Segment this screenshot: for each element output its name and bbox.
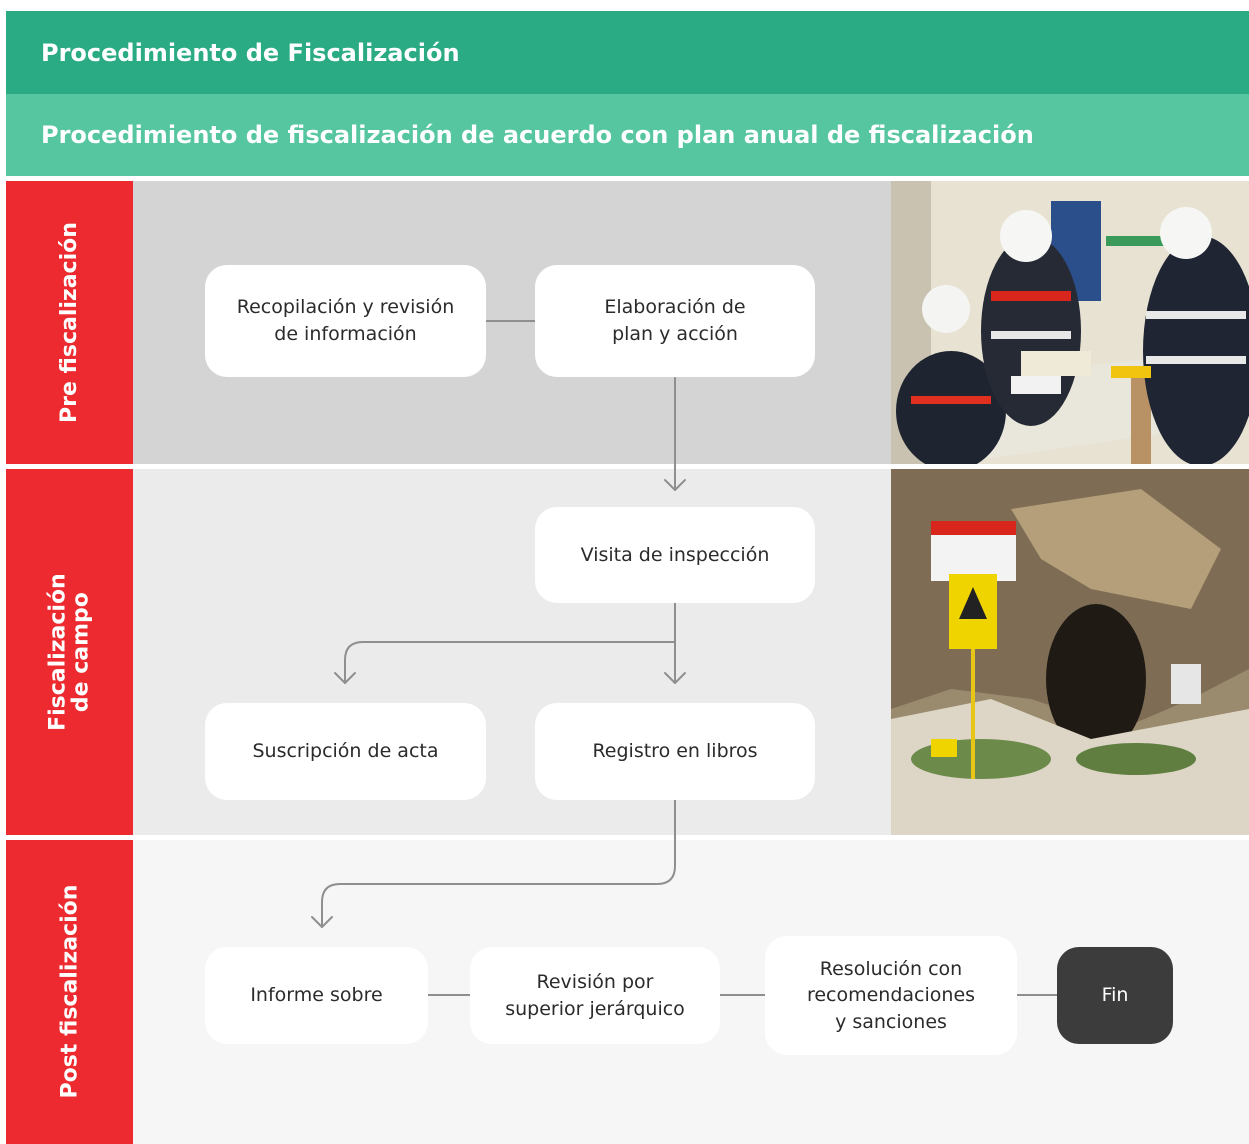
stage-campo-label: Fiscalización de campo bbox=[6, 469, 133, 835]
diagram-title: Procedimiento de Fiscalización bbox=[6, 11, 1249, 94]
inspectors-photo bbox=[891, 181, 1249, 464]
arrow-registro-informe bbox=[311, 916, 333, 928]
step-visita: Visita de inspección bbox=[535, 507, 815, 603]
arrow-visita-suscripcion bbox=[334, 672, 356, 684]
step-registro: Registro en libros bbox=[535, 703, 815, 800]
step-informe: Informe sobre bbox=[205, 947, 428, 1044]
step-resolucion: Resolución con recomendaciones y sancion… bbox=[765, 936, 1017, 1055]
arrow-elaboracion-visita bbox=[664, 479, 686, 491]
step-suscripcion: Suscripción de acta bbox=[205, 703, 486, 800]
arrow-visita-registro bbox=[664, 672, 686, 684]
connector-visita-suscripcion bbox=[344, 641, 676, 684]
step-recopilacion: Recopilación y revisión de información bbox=[205, 265, 486, 377]
diagram-subtitle: Procedimiento de fiscalización de acuerd… bbox=[6, 94, 1249, 176]
step-elaboracion: Elaboración de plan y acción bbox=[535, 265, 815, 377]
stage-post-label: Post fiscalización bbox=[6, 840, 133, 1144]
step-revision: Revisión por superior jerárquico bbox=[470, 947, 720, 1044]
mine-entrance-photo bbox=[891, 469, 1249, 835]
step-fin: Fin bbox=[1057, 947, 1173, 1044]
connector-registro-informe bbox=[321, 799, 676, 928]
stage-pre-label: Pre fiscalización bbox=[6, 181, 133, 464]
